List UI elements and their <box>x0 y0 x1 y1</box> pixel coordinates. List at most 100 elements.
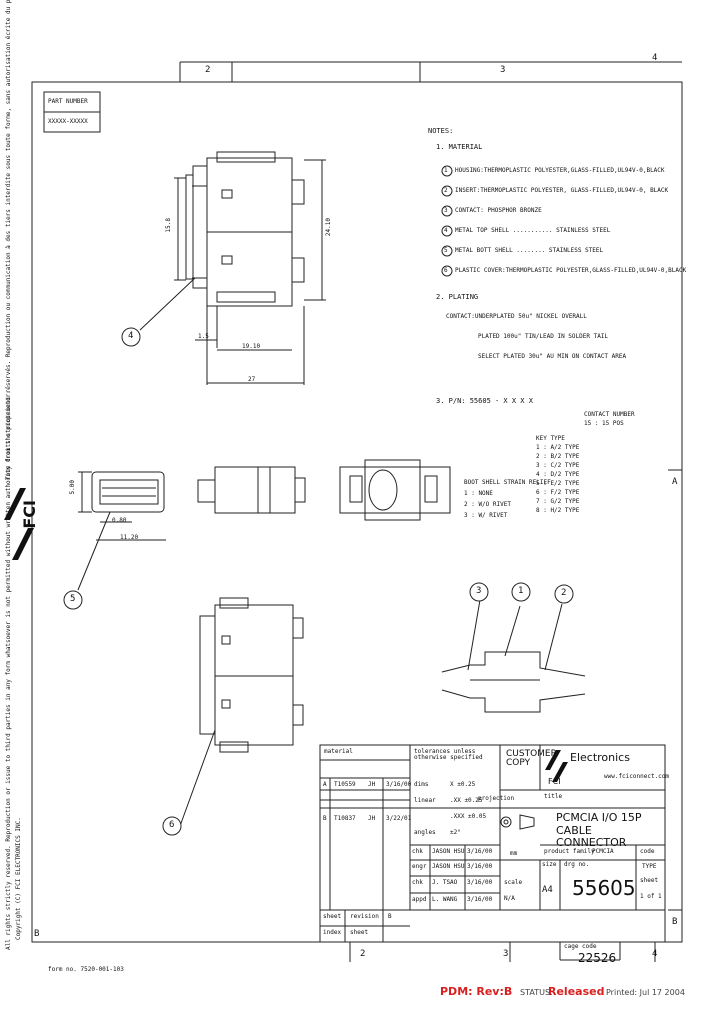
signoff-date-4: 3/16/00 <box>467 896 493 903</box>
end-view-drawing <box>339 459 451 521</box>
title-fci-logo-mark <box>545 750 568 782</box>
dim-height-24-10: 24.10 <box>325 218 332 237</box>
key-type-5: 5 : E/2 TYPE <box>536 480 580 487</box>
material-num-2: 2 <box>444 187 448 194</box>
border-zone-top-4: 4 <box>652 53 658 63</box>
contact-number-label: CONTACT NUMBER <box>584 411 635 418</box>
legal-notice-fr: Tous droits strictement réservés. Reprod… <box>5 0 12 480</box>
scale-label: scale <box>504 879 523 886</box>
rev-b-letter: B <box>323 815 327 822</box>
balloon-6: 6 <box>169 820 175 830</box>
rev-b-ecn: T10837 <box>334 815 356 822</box>
title-label: title <box>544 793 563 800</box>
rev-b-by: JH <box>368 815 376 822</box>
tol-label-linear: linear <box>414 797 436 804</box>
balloon-3: 3 <box>476 586 482 596</box>
rev-a-by: JH <box>368 781 376 788</box>
plating-line-3: SELECT PLATED 30u" AU MIN ON CONTACT ARE… <box>478 353 627 360</box>
tol-value-linear: .XX ±0.25 <box>450 797 483 804</box>
part-number-label: PART NUMBER <box>48 98 88 105</box>
legal-notice-en: All rights strictly reserved. Reproducti… <box>5 390 12 950</box>
material-label: material <box>324 748 353 755</box>
tol-value-3place: .XXX ±0.05 <box>450 813 487 820</box>
plating-heading: 2. PLATING <box>436 293 479 301</box>
balloon-1: 1 <box>518 586 524 596</box>
section-detail-drawing <box>441 599 586 713</box>
notes-title: NOTES: <box>428 127 454 135</box>
key-type-3: 3 : C/2 TYPE <box>536 462 580 469</box>
key-type-4: 4 : D/2 TYPE <box>536 471 580 478</box>
dim-1-5: 1.5 <box>198 333 209 340</box>
projection-label: projection <box>478 795 515 802</box>
rev-a-letter: A <box>323 781 327 788</box>
pdm-revision: PDM: Rev:B <box>440 985 513 998</box>
drawing-title: PCMCIA I/O 15P CABLE CONNECTOR <box>556 811 642 850</box>
code-label: code <box>640 848 655 855</box>
signoff-role-1: chk <box>412 848 423 855</box>
bottom-view-drawing <box>179 597 304 827</box>
dim-height-15-8: 15.8 <box>165 218 172 233</box>
units-value: mm <box>510 850 518 857</box>
key-type-8: 8 : H/2 TYPE <box>536 507 580 514</box>
signoff-role-2: engr <box>412 863 427 870</box>
plating-line-2: PLATED 100u" TIN/LEAD IN SOLDER TAIL <box>478 333 609 340</box>
top-view-drawing <box>139 151 326 385</box>
strain-relief-1: 1 : NONE <box>464 490 493 497</box>
tol-label-dims: dims <box>414 781 429 788</box>
sheet-row-label: sheet <box>323 913 342 920</box>
rev-a-ecn: T10559 <box>334 781 356 788</box>
rev-a-date: 3/16/00 <box>386 781 412 788</box>
drawing-number: 55605 <box>572 876 636 900</box>
signoff-name-1: JASON HSU <box>432 848 465 855</box>
key-type-label: KEY TYPE <box>536 435 565 442</box>
contact-number-value: 15 : 15 POS <box>584 420 624 427</box>
company-logo-text: FCI <box>548 777 561 786</box>
drg-no-label: drg no. <box>564 861 590 868</box>
sheet-label: sheet <box>640 877 659 884</box>
tolerances-label: tolerances unless otherwise specified <box>414 748 483 761</box>
signoff-role-3: chk <box>412 879 423 886</box>
sheet-col-label: sheet <box>350 929 369 936</box>
tol-value-dims: X ±0.25 <box>450 781 476 788</box>
dim-11-20: 11.20 <box>120 534 139 541</box>
tol-value-angles: ±2° <box>450 829 461 836</box>
signoff-date-1: 3/16/00 <box>467 848 493 855</box>
size-value: A4 <box>542 885 553 895</box>
key-type-1: 1 : A/2 TYPE <box>536 444 580 451</box>
material-text-1: HOUSING:THERMOPLASTIC POLYESTER,GLASS-FI… <box>455 167 665 174</box>
material-text-3: CONTACT: PHOSPHOR BRONZE <box>455 207 542 214</box>
material-text-6: PLASTIC COVER:THERMOPLASTIC POLYESTER,GL… <box>455 267 687 274</box>
material-text-4: METAL TOP SHELL ........... STAINLESS ST… <box>455 227 611 234</box>
scale-value: N/A <box>504 895 515 902</box>
dim-27: 27 <box>248 376 256 383</box>
key-type-2: 2 : B/2 TYPE <box>536 453 580 460</box>
front-view-drawing <box>77 471 166 591</box>
signoff-date-2: 3/16/00 <box>467 863 493 870</box>
border-zone-top-3: 3 <box>500 65 506 75</box>
dim-0-80: 0.80 <box>112 517 127 524</box>
signoff-name-2: JASON HSU <box>432 863 465 870</box>
sheet-value: 1 of 1 <box>640 893 662 900</box>
product-family-value: PCMCIA <box>592 848 614 855</box>
plating-line-1: CONTACT:UNDERPLATED 50u" NICKEL OVERALL <box>446 313 587 320</box>
index-row-label: index <box>323 929 342 936</box>
title-block-grid <box>319 744 666 961</box>
revision-value: B <box>388 913 392 920</box>
strain-relief-3: 3 : W/ RIVET <box>464 512 508 519</box>
printed-date: Printed: Jul 17 2004 <box>606 988 685 997</box>
signoff-date-3: 3/16/00 <box>467 879 493 886</box>
material-num-6: 6 <box>444 267 448 274</box>
rev-b-date: 3/22/01 <box>386 815 412 822</box>
dim-19-10: 19.10 <box>242 343 261 350</box>
status-value: Released <box>548 985 605 998</box>
company-website: www.fciconnect.com <box>604 773 670 780</box>
balloon-5: 5 <box>70 594 76 604</box>
code-value: TYPE <box>642 863 657 870</box>
status-label: STATUS: <box>520 988 553 997</box>
size-label: size <box>542 861 557 868</box>
form-number: form no. 7520-001-103 <box>48 966 124 973</box>
dim-5-00: 5.00 <box>69 480 76 495</box>
material-text-2: INSERT:THERMOPLASTIC POLYESTER, GLASS-FI… <box>455 187 669 194</box>
